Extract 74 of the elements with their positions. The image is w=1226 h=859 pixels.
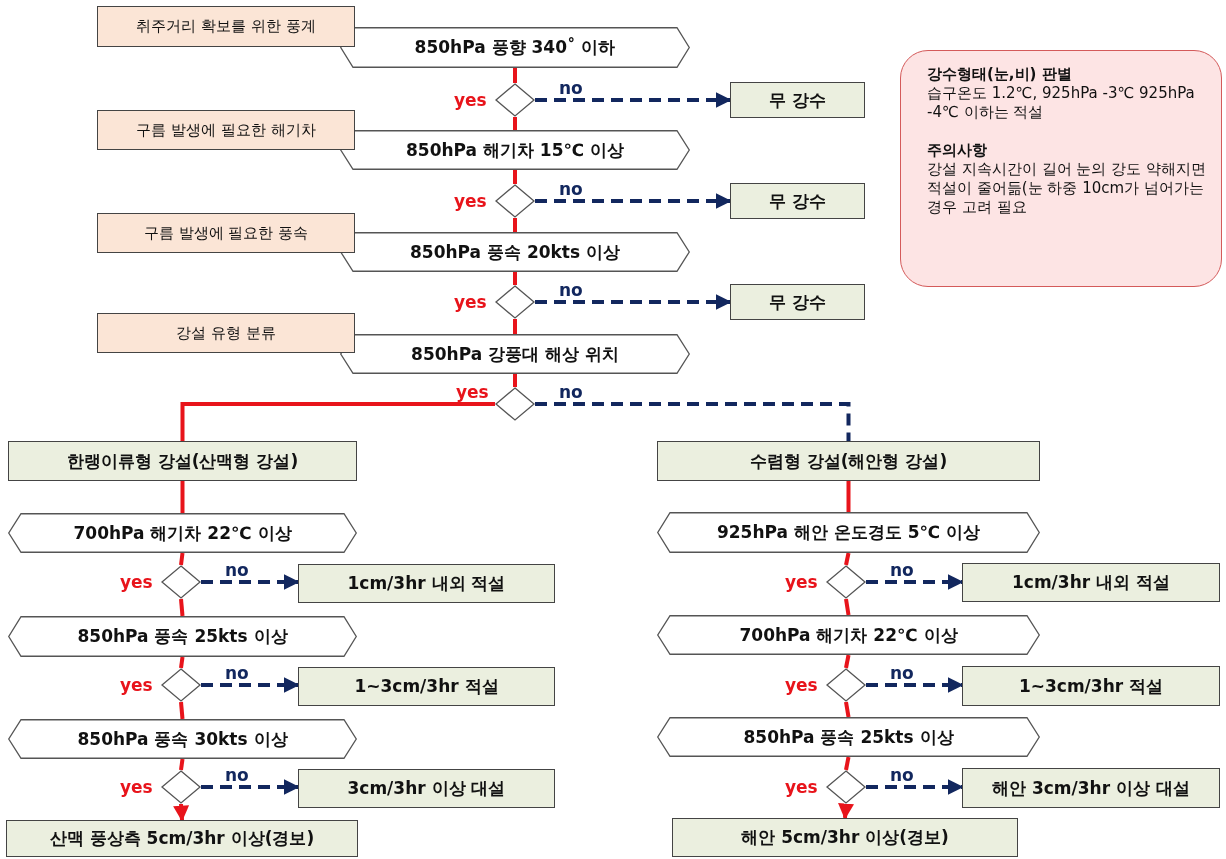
result-box: 무 강수 — [730, 183, 865, 219]
note-heading: 주의사항 — [927, 141, 987, 160]
result-box: 한랭이류형 강설(산맥형 강설) — [8, 441, 357, 481]
heading-box: 구름 발생에 필요한 풍속 — [97, 213, 355, 253]
connector-line — [513, 272, 517, 285]
condition-hexagon: 850hPa 풍속 30kts 이상 — [8, 719, 357, 759]
note-heading: 강수형태(눈,비) 판별 — [927, 65, 1072, 84]
connector-line — [513, 319, 517, 334]
arrow — [201, 779, 300, 795]
connector-line — [844, 598, 851, 616]
decision-diamond — [161, 565, 201, 599]
decision-diamond — [826, 770, 866, 804]
connector-line — [844, 701, 851, 718]
decision-diamond — [826, 565, 866, 599]
arrow — [201, 677, 300, 693]
result-box: 1cm/3hr 내외 적설 — [298, 564, 555, 603]
condition-hexagon: 850hPa 강풍대 해상 위치 — [340, 334, 690, 374]
arrow — [535, 92, 732, 108]
heading-box: 구름 발생에 필요한 해기차 — [97, 110, 355, 150]
arrow — [866, 779, 964, 795]
connector-line — [535, 402, 851, 441]
arrow — [535, 193, 732, 209]
connector-line — [179, 656, 185, 669]
result-box: 무 강수 — [730, 82, 865, 118]
connector-line — [844, 552, 851, 566]
result-box: 산맥 풍상측 5cm/3hr 이상(경보) — [6, 820, 358, 857]
arrow — [535, 294, 732, 310]
connector-line — [844, 654, 851, 669]
condition-hexagon: 925hPa 해안 온도경도 5℃ 이상 — [657, 512, 1040, 553]
connector-line — [179, 758, 185, 771]
arrow — [173, 803, 190, 822]
connector-line — [180, 481, 185, 513]
result-box: 1cm/3hr 내외 적설 — [962, 563, 1220, 602]
arrow — [838, 803, 854, 820]
result-box: 해안 3cm/3hr 이상 대설 — [962, 768, 1220, 808]
condition-hexagon: 700hPa 해기차 22℃ 이상 — [657, 615, 1040, 655]
arrow — [866, 677, 964, 693]
decision-diamond — [495, 83, 535, 117]
connector-line — [513, 68, 517, 83]
arrow — [201, 574, 300, 590]
decision-diamond — [495, 387, 535, 421]
note-text: 습구온도 1.2℃, 925hPa -3℃ 925hPa -4℃ 이하는 적설 — [927, 84, 1196, 122]
connector-line — [513, 218, 517, 232]
result-box: 3cm/3hr 이상 대설 — [298, 769, 555, 808]
decision-diamond — [826, 668, 866, 702]
condition-hexagon: 850hPa 풍속 20kts 이상 — [340, 232, 690, 272]
condition-hexagon: 850hPa 풍속 25kts 이상 — [657, 717, 1040, 757]
heading-box: 강설 유형 분류 — [97, 313, 355, 353]
connector-line — [513, 117, 517, 130]
heading-box: 취주거리 확보를 위한 풍계 — [97, 6, 355, 47]
arrow — [866, 574, 964, 590]
note-box — [900, 50, 1222, 287]
connector-line — [180, 402, 495, 441]
result-box: 1~3cm/3hr 적설 — [298, 667, 555, 706]
connector-line — [179, 701, 185, 720]
connector-line — [513, 170, 517, 184]
decision-diamond — [161, 668, 201, 702]
condition-hexagon: 700hPa 해기차 22℃ 이상 — [8, 513, 357, 553]
decision-diamond — [161, 770, 201, 804]
condition-hexagon: 850hPa 풍향 340˚ 이하 — [340, 27, 690, 68]
condition-hexagon: 850hPa 풍속 25kts 이상 — [8, 616, 357, 657]
connector-line — [179, 552, 185, 566]
decision-diamond — [495, 184, 535, 218]
connector-line — [513, 374, 517, 387]
decision-diamond — [495, 285, 535, 319]
connector-line — [844, 756, 851, 771]
result-box: 1~3cm/3hr 적설 — [962, 666, 1220, 706]
connector-line — [846, 481, 851, 512]
result-box: 수렴형 강설(해안형 강설) — [657, 441, 1040, 481]
result-box: 해안 5cm/3hr 이상(경보) — [672, 818, 1018, 857]
condition-hexagon: 850hPa 해기차 15℃ 이상 — [340, 130, 690, 170]
connector-line — [179, 598, 185, 617]
note-text: 강설 지속시간이 길어 눈의 강도 약해지면 적설이 줄어듦(눈 하중 10cm가 넘어가는 경우 고려 필요 — [927, 160, 1207, 217]
result-box: 무 강수 — [730, 284, 865, 320]
